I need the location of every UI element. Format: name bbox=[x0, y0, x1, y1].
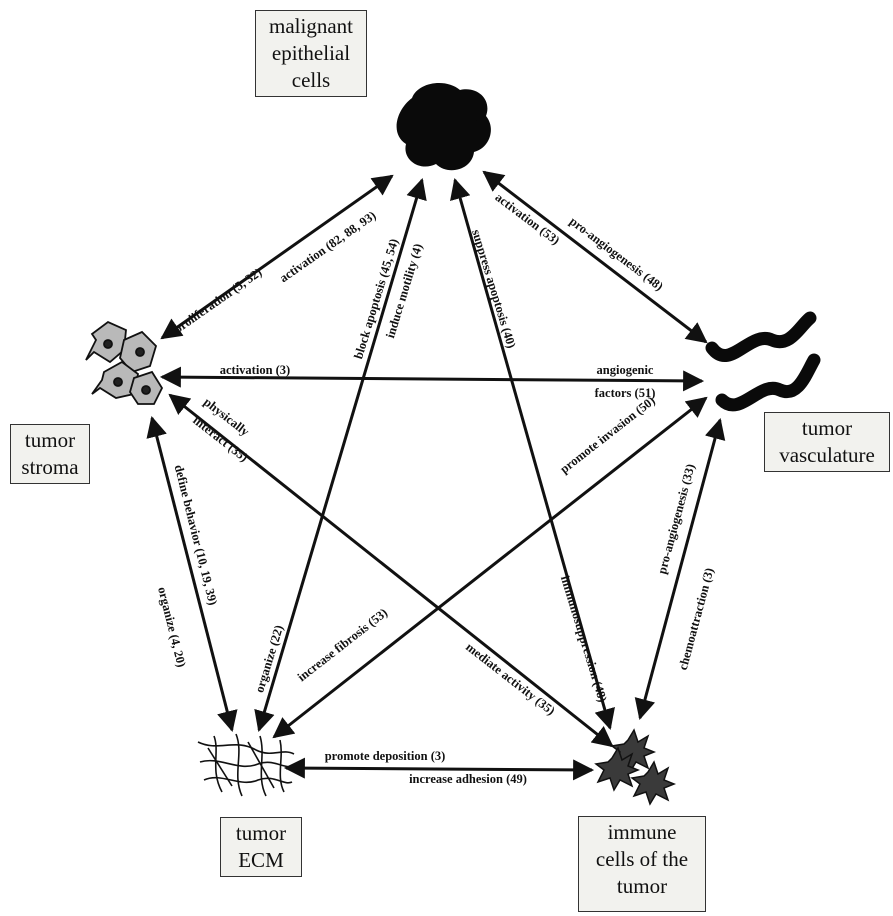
label-suppress-apoptosis: suppress apoptosis (40) bbox=[469, 228, 518, 350]
vasculature-line-2: vasculature bbox=[779, 443, 875, 467]
stroma-line-2: stroma bbox=[21, 455, 79, 479]
vessel-icon bbox=[705, 311, 821, 412]
cell-cluster-icon bbox=[396, 83, 491, 171]
node-vasculature-label: tumor vasculature bbox=[764, 412, 890, 472]
node-epithelial-label: malignant epithelial cells bbox=[255, 10, 367, 97]
label-increase-adhesion: increase adhesion (49) bbox=[409, 772, 527, 786]
label-mediate-activity: mediate activity (35) bbox=[463, 640, 558, 718]
label-factors-51: factors (51) bbox=[595, 386, 656, 400]
label-activation-53: activation (53) bbox=[493, 190, 563, 247]
label-proliferation: proliferation (5, 32) bbox=[171, 265, 264, 336]
label-pro-angiogenesis-48: pro-angiogenesis (48) bbox=[567, 214, 666, 293]
arrow-stroma-vasculature bbox=[159, 366, 705, 392]
immune-line-3: tumor bbox=[616, 874, 668, 898]
immune-line-1: immune bbox=[607, 820, 677, 844]
arrow-ecm-vasculature bbox=[272, 396, 708, 739]
stroma-line-1: tumor bbox=[24, 428, 76, 452]
fibroblast-icon bbox=[85, 320, 164, 405]
label-pro-angiogenesis-33: pro-angiogenesis (33) bbox=[655, 462, 698, 575]
node-immune-label: immune cells of the tumor bbox=[578, 816, 706, 912]
node-stroma-label: tumor stroma bbox=[10, 424, 90, 484]
epithelial-line-3: cells bbox=[291, 68, 331, 92]
arrow-ecm-immune bbox=[283, 757, 595, 781]
ecm-line-2: ECM bbox=[238, 848, 284, 872]
fiber-network-icon bbox=[197, 733, 297, 797]
label-immunosuppression: immunosuppression (48) bbox=[558, 574, 610, 704]
arrow-stroma-ecm bbox=[146, 415, 238, 733]
label-organize-4-20: organize (4, 20) bbox=[155, 585, 188, 668]
arrow-epithelial-vasculature bbox=[482, 170, 708, 344]
ecm-line-1: tumor bbox=[235, 821, 287, 845]
label-chemoattraction: chemoattraction (3) bbox=[676, 566, 717, 671]
arrow-vasculature-immune bbox=[634, 417, 726, 721]
label-promote-invasion: promote invasion (50) bbox=[557, 393, 657, 476]
node-ecm-label: tumor ECM bbox=[220, 817, 302, 877]
label-activation-3: activation (3) bbox=[220, 363, 290, 377]
immune-cell-icon bbox=[594, 728, 677, 806]
epithelial-line-2: epithelial bbox=[271, 41, 351, 65]
label-angiogenic: angiogenic bbox=[597, 363, 654, 377]
immune-line-2: cells of the bbox=[595, 847, 689, 871]
label-increase-fibrosis: increase fibrosis (53) bbox=[295, 605, 390, 684]
epithelial-line-1: malignant bbox=[269, 14, 353, 38]
vasculature-line-1: tumor bbox=[801, 416, 853, 440]
label-promote-deposition: promote deposition (3) bbox=[325, 749, 446, 763]
